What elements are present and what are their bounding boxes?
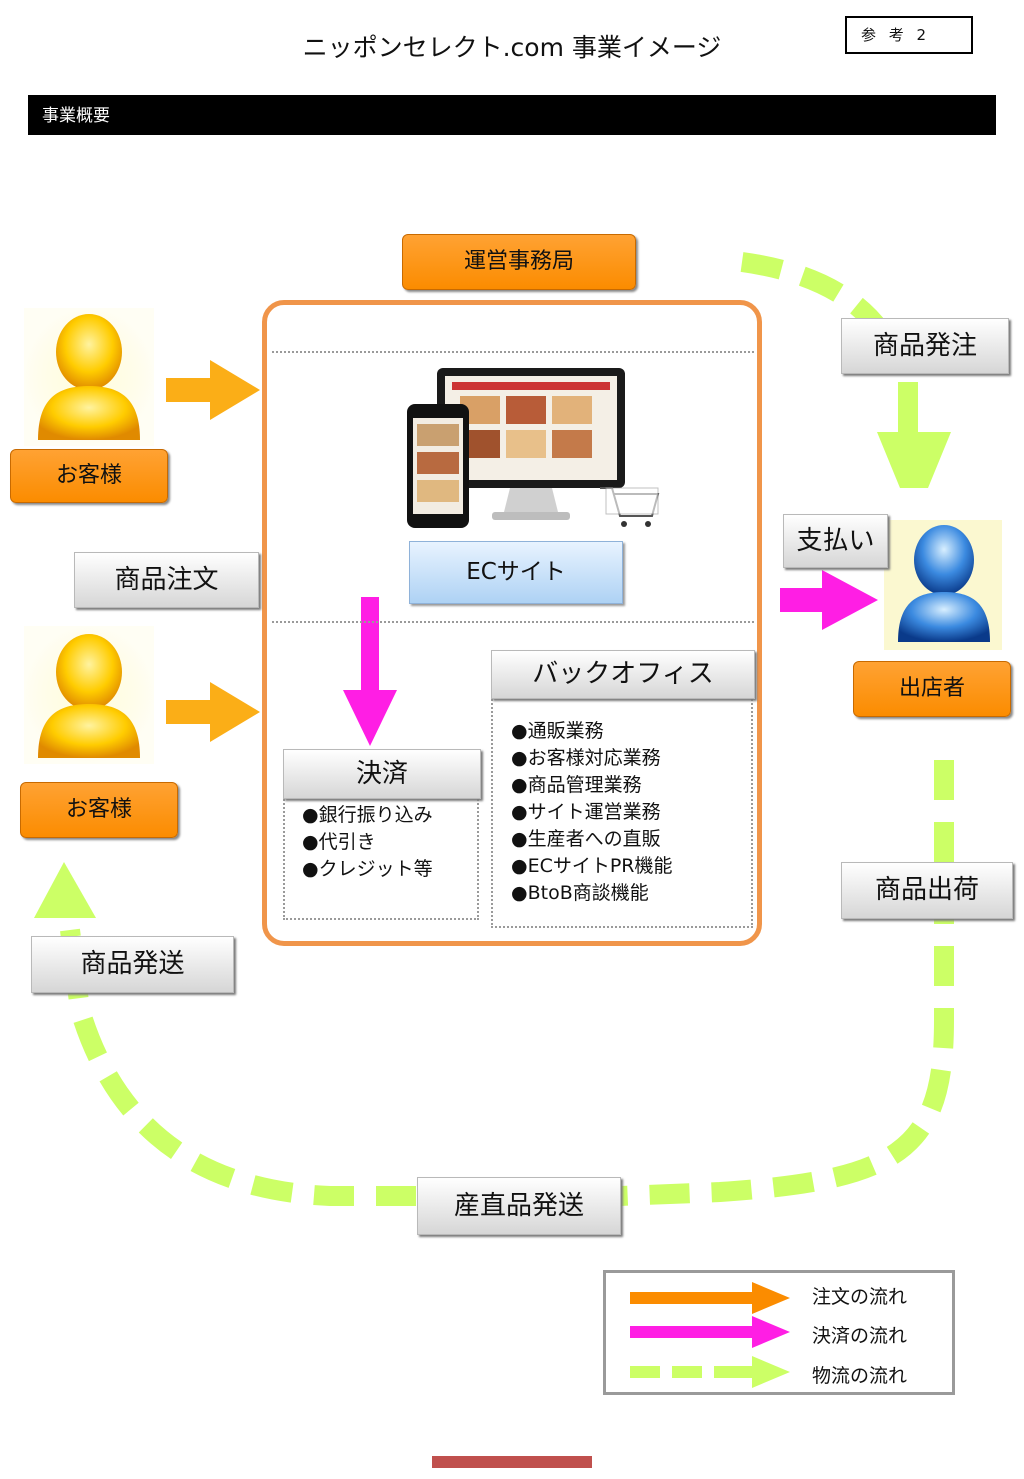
settlement-title: 決済 <box>283 749 481 799</box>
ec-site-area <box>272 351 754 623</box>
back-office-item: ●通販業務 <box>511 720 604 742</box>
back-office-item: ●商品管理業務 <box>511 774 642 796</box>
shopping-cart-icon <box>600 487 660 527</box>
settlement-list: ●銀行振り込み ●代引き ●クレジット等 <box>302 802 433 883</box>
ec-device-icon <box>407 368 625 528</box>
admin-office-label: 運営事務局 <box>402 234 636 290</box>
order-arrow-top <box>166 360 260 420</box>
logistics-arrow-to-vendor <box>877 382 951 488</box>
legend-logistics-label: 物流の流れ <box>812 1365 908 1387</box>
product-delivery-label: 商品発送 <box>31 936 234 993</box>
order-arrow-bottom <box>166 682 260 742</box>
back-office-item: ●BtoB商談機能 <box>511 882 649 904</box>
legend-logistics-arrow <box>630 1356 790 1388</box>
footer-bar <box>432 1456 592 1468</box>
vendor-icon <box>884 520 1002 650</box>
back-office-title: バックオフィス <box>491 650 755 699</box>
ec-site-label: ECサイト <box>409 541 623 604</box>
legend-payment-label: 決済の流れ <box>812 1325 908 1347</box>
product-order-label: 商品注文 <box>74 552 259 608</box>
product-ordering-label: 商品発注 <box>841 318 1009 374</box>
payment-arrow-down <box>343 597 397 746</box>
ec-platform-box <box>262 300 762 946</box>
logistics-dash-top-right <box>740 252 888 337</box>
back-office-item: ●サイト運営業務 <box>511 801 661 823</box>
back-office-list: ●通販業務 ●お客様対応業務 ●商品管理業務 ●サイト運営業務 ●生産者への直販… <box>511 718 673 907</box>
back-office-item: ●生産者への直販 <box>511 828 661 850</box>
vendor-label: 出店者 <box>853 661 1011 717</box>
payment-label: 支払い <box>783 514 888 568</box>
settlement-item: ●クレジット等 <box>302 858 433 880</box>
product-shipping-label: 商品出荷 <box>841 862 1013 919</box>
legend-order-arrow <box>630 1282 790 1314</box>
back-office-item: ●お客様対応業務 <box>511 747 661 769</box>
legend-order-label: 注文の流れ <box>812 1286 908 1308</box>
settlement-item: ●代引き <box>302 831 376 853</box>
legend-payment-arrow <box>630 1316 790 1348</box>
customer-icon-top <box>24 308 154 446</box>
customer-label-top: お客様 <box>10 449 168 503</box>
page-title: ニッポンセレクト.com 事業イメージ <box>302 33 722 62</box>
logistics-arrow-to-customer <box>34 862 96 918</box>
settlement-item: ●銀行振り込み <box>302 804 433 826</box>
logistics-dash-bottom <box>60 760 954 1206</box>
legend-box <box>603 1270 955 1395</box>
customer-icon-bottom <box>24 626 154 764</box>
payment-arrow-right <box>780 570 878 630</box>
direct-delivery-label: 産直品発送 <box>417 1177 621 1235</box>
customer-label-bottom: お客様 <box>20 782 178 838</box>
back-office-item: ●ECサイトPR機能 <box>511 855 673 877</box>
section-bar: 事業概要 <box>28 95 996 135</box>
reference-badge: 参 考 2 <box>845 16 973 54</box>
